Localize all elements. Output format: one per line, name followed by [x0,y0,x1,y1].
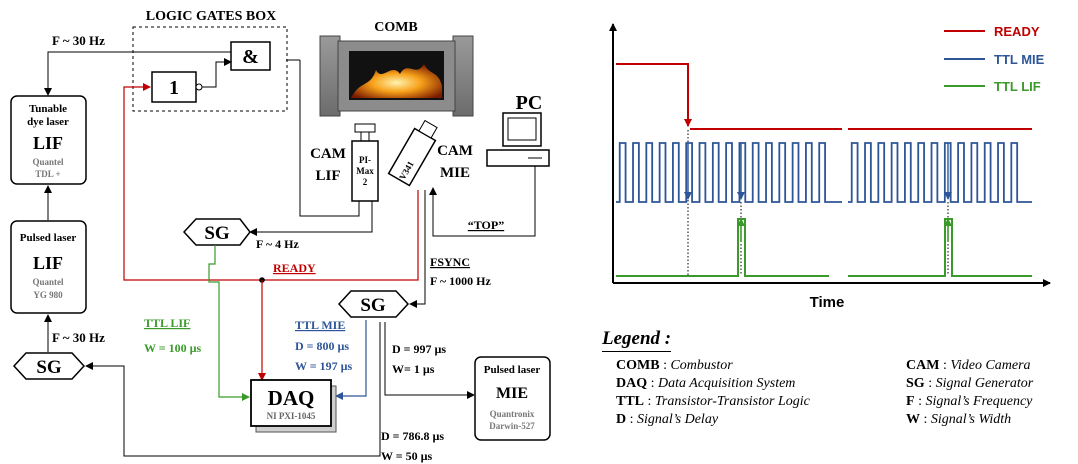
not-to-and-line [202,58,232,88]
and-output-line [47,51,231,95]
comb-left-flange [319,35,341,117]
d800-label: D = 800 µs [295,339,349,353]
legend-item: D : Signal’s Delay [616,412,719,427]
cam-lif-line2: LIF [315,168,340,184]
not-gate [151,71,197,103]
legend-item: COMB : Combustor [616,358,733,373]
camlif-to-sg-line [249,201,373,236]
and-to-camlif-line [299,60,360,217]
f30-top-label: F ~ 30 Hz [52,33,105,48]
v341-camera [387,119,438,187]
pimax-lens [360,131,370,142]
pc-label: PC [516,92,543,114]
w100-label: W = 100 µs [144,341,202,355]
pulsed-mie-line1: Pulsed laser [484,364,541,376]
pc-case [486,149,550,167]
not-bubble [195,83,203,91]
daq-sub-label: NI PXI-1045 [267,411,316,421]
d997-label: D = 997 µs [392,342,446,356]
pulsed-lif-line3: Quantel [32,277,64,287]
w1-label: W= 1 µs [392,362,435,376]
w50-label: W = 50 µs [381,449,433,463]
sg-to-mie-line [384,322,475,399]
legend-right-column: CAM : Video Camera SG : Signal Generator… [906,357,1033,429]
legend-ttl-lif-label: TTL LIF [994,79,1041,94]
ttl-mie-line [335,320,367,400]
pulsed-laser-lif-box [10,220,87,314]
tunable-dye-laser-box [10,95,87,185]
legend-ttl-mie-label: TTL MIE [994,52,1045,67]
pimax-line3: 2 [363,177,368,187]
sg-left-label: SG [36,357,62,378]
pimax-line2: Max [356,166,374,176]
logic-gates-box [132,26,288,112]
pulsed-mie-line4: Darwin-527 [489,421,535,431]
legend-item: CAM : Video Camera [906,358,1031,373]
top-label: “TOP” [468,218,504,232]
cam-lif-line1: CAM [310,146,346,162]
legend-item: F : Signal’s Frequency [906,394,1033,409]
ready-label: READY [273,261,316,275]
ttl-lif-line [208,245,250,401]
comb-label: COMB [374,20,418,35]
cam-mie-line2: MIE [440,165,470,181]
legend-item: TTL : Transistor-Transistor Logic [616,394,810,409]
daq-box [250,379,332,427]
legend-item: W : Signal’s Width [906,412,1012,427]
ttl-mie-trace [616,142,1032,203]
legend-item: DAQ : Data Acquisition System [616,376,796,391]
ready-trace-drop [616,63,692,127]
pulsed-lif-line4: YG 980 [33,290,63,300]
ttl-mie-label: TTL MIE [295,318,345,332]
pulsed-laser-mie-box [474,356,551,441]
sg-center-to-sg-left-line [85,322,381,457]
sg-top-label: SG [204,223,230,244]
pulsed-mie-line3: Quantronix [490,409,535,419]
tunable-laser-line5: TDL + [35,169,60,179]
sg-left [12,352,86,380]
sg-center [337,290,410,318]
pulsed-lif-line1: Pulsed laser [20,232,77,244]
f1000-label: F ~ 1000 Hz [430,274,491,288]
legend-title: Legend : [602,328,672,352]
logic-box-title: LOGIC GATES BOX [146,9,276,24]
flame-icon [351,64,442,98]
and-gate-label: & [242,46,259,68]
pulsed-mie-line2: MIE [496,385,528,402]
comb-right-flange [452,35,474,117]
daq-label: DAQ [268,386,315,410]
sg-center-label: SG [360,295,386,316]
pc-screen [507,117,537,141]
f30-bottom-label: F ~ 30 Hz [52,330,105,345]
tunable-laser-line1: Tunable [29,103,67,115]
pimax-top [354,123,376,133]
tunable-laser-line2: dye laser [27,116,69,128]
not-gate-label: 1 [169,77,179,99]
ready-line [123,83,419,281]
pimax-camera [351,140,379,202]
d786-label: D = 786.8 µs [381,429,444,443]
timing-chart: Time READY TTL MIE TTL LIF [609,23,1051,311]
f4-label: F ~ 4 Hz [256,237,299,251]
pimax-line1: PI- [359,155,371,165]
ttl-lif-label: TTL LIF [144,316,190,330]
fsync-label: FSYNC [430,255,470,269]
and-gate [230,41,271,71]
legend-item: SG : Signal Generator [906,376,1034,391]
tunable-laser-line3: LIF [33,133,63,153]
pulsed-lif-line2: LIF [33,253,63,273]
fsync-line [409,190,426,308]
timing-xlabel: Time [810,294,845,311]
sg-top [182,218,251,246]
w197-label: W = 197 µs [295,359,353,373]
legend-panel: Legend : COMB : Combustor DAQ : Data Acq… [602,328,1072,427]
legend-left-column: COMB : Combustor DAQ : Data Acquisition … [616,357,810,429]
cam-mie-line1: CAM [437,143,473,159]
tunable-laser-line4: Quantel [32,157,64,167]
pc-to-v341-line [429,166,536,237]
legend-ready-label: READY [994,24,1040,39]
ttl-lif-trace [616,218,1032,277]
